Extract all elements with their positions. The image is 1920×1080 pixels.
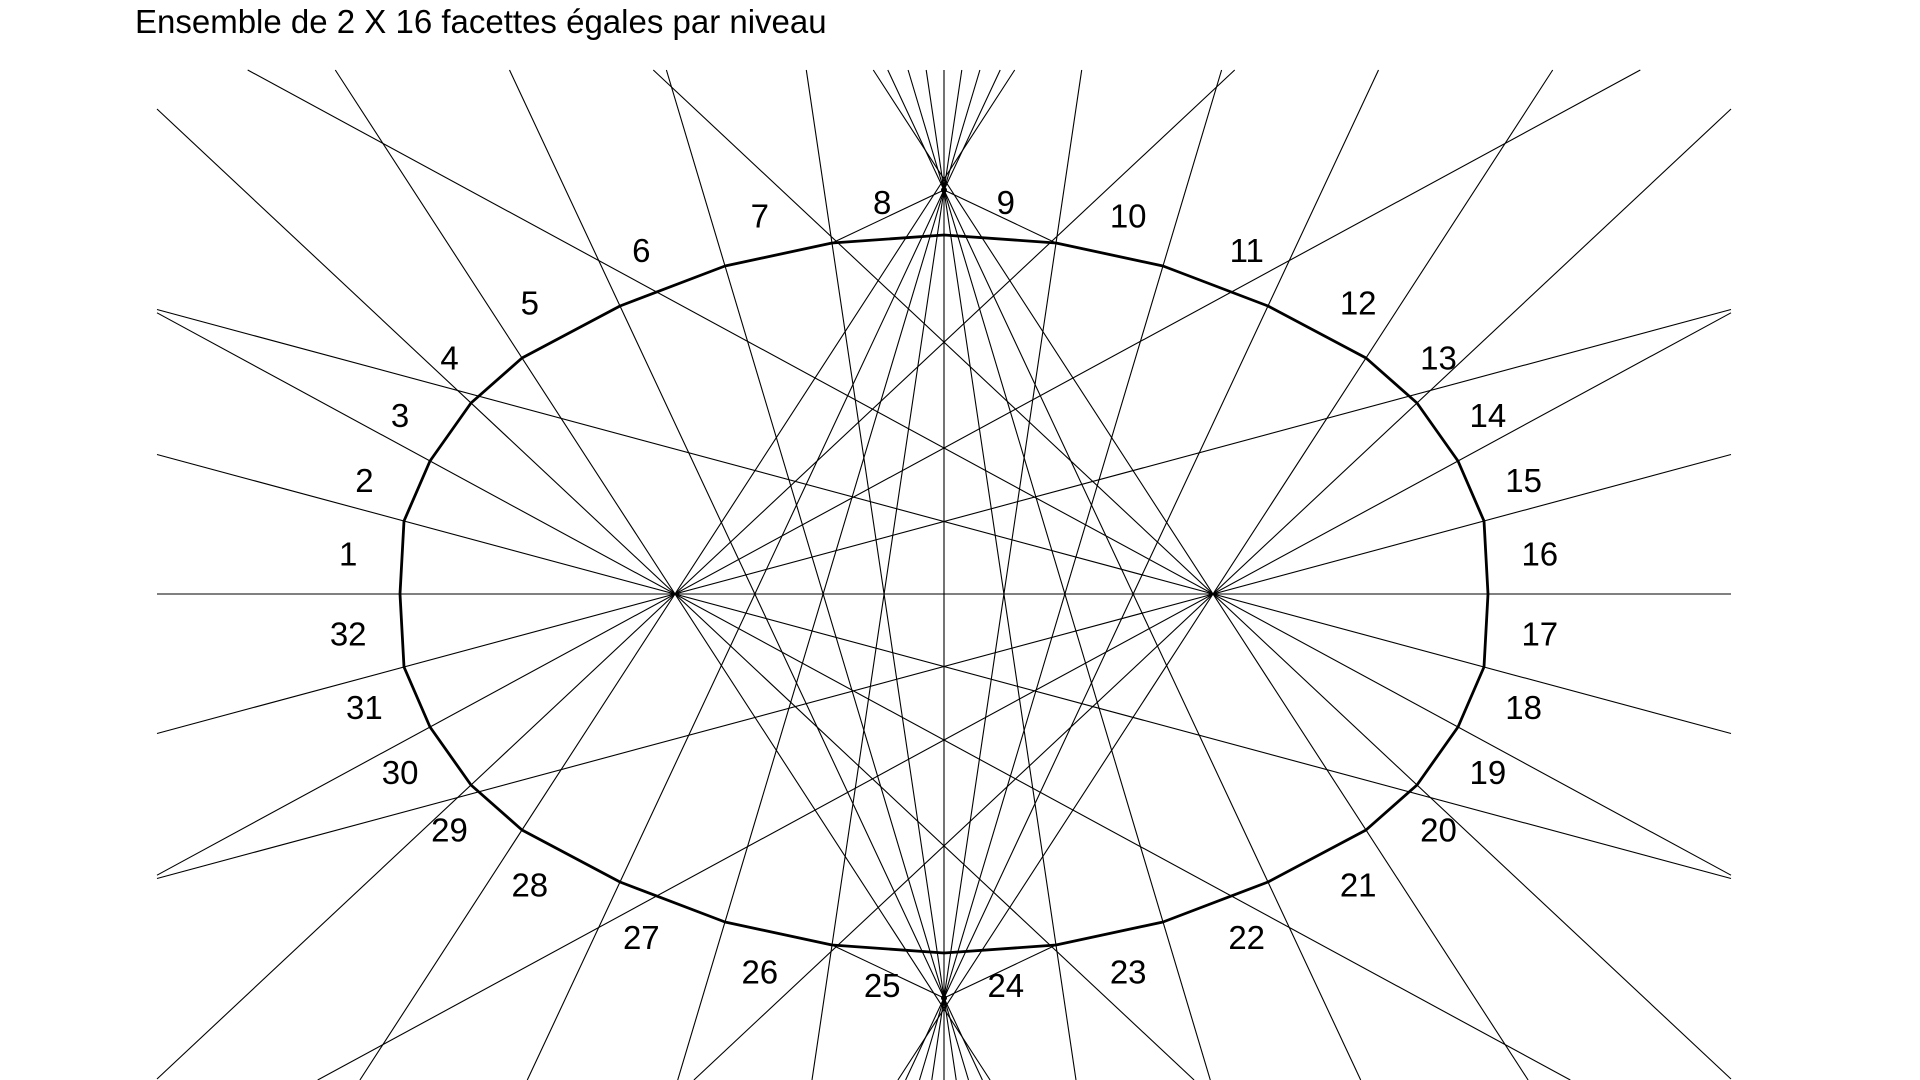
ray-line-20 <box>526 69 1001 1080</box>
facet-label-29: 29 <box>431 811 468 848</box>
facet-label-18: 18 <box>1505 689 1542 726</box>
ray-line-16 <box>359 69 1016 1080</box>
facet-label-8: 8 <box>873 184 891 221</box>
facet-label-30: 30 <box>382 754 419 791</box>
ray-line-19 <box>509 69 983 1080</box>
facet-label-6: 6 <box>632 232 650 269</box>
facet-label-23: 23 <box>1110 953 1147 990</box>
apex-segment-2 <box>943 189 1057 244</box>
ray-line-18 <box>872 69 1529 1080</box>
ray-line-26 <box>925 69 1077 1080</box>
ray-line-24 <box>811 69 963 1080</box>
diagram-title: Ensemble de 2 X 16 facettes égales par n… <box>135 3 827 40</box>
top-apex-point <box>941 187 947 193</box>
ray-line-29 <box>905 69 1379 1080</box>
facet-label-20: 20 <box>1420 811 1457 848</box>
ray-line-30 <box>887 69 1362 1080</box>
ray-line-21 <box>665 69 970 1080</box>
facet-label-24: 24 <box>987 967 1024 1004</box>
facet-label-9: 9 <box>997 184 1015 221</box>
facet-label-12: 12 <box>1340 285 1377 322</box>
facet-label-14: 14 <box>1470 397 1507 434</box>
ray-line-23 <box>805 69 957 1080</box>
facet-label-32: 32 <box>330 616 367 653</box>
facet-label-27: 27 <box>623 919 660 956</box>
facet-label-10: 10 <box>1110 198 1147 235</box>
facet-label-2: 2 <box>355 462 373 499</box>
facet-label-25: 25 <box>864 967 901 1004</box>
bottom-apex-point <box>941 995 947 1001</box>
ray-line-15 <box>334 69 991 1080</box>
ray-line-27 <box>918 69 1223 1080</box>
facet-label-4: 4 <box>440 340 458 377</box>
facet-label-16: 16 <box>1521 535 1558 572</box>
facet-label-5: 5 <box>521 285 539 322</box>
apex-segment-1 <box>831 189 945 244</box>
facet-label-3: 3 <box>391 397 409 434</box>
ray-line-7 <box>156 312 1571 1080</box>
ray-line-14 <box>652 69 1732 1080</box>
facet-label-17: 17 <box>1521 616 1558 653</box>
facet-label-28: 28 <box>511 866 548 903</box>
apex-segment-3 <box>943 944 1057 999</box>
ray-line-10 <box>247 69 1732 876</box>
ray-line-28 <box>907 69 1211 1080</box>
facet-label-19: 19 <box>1470 754 1507 791</box>
ray-line-25 <box>931 69 1083 1080</box>
ray-line-12 <box>156 69 1236 1080</box>
facet-label-15: 15 <box>1505 462 1542 499</box>
facet-label-1: 1 <box>339 535 357 572</box>
facet-label-21: 21 <box>1340 866 1377 903</box>
facet-label-22: 22 <box>1228 919 1265 956</box>
facet-label-7: 7 <box>751 198 769 235</box>
ray-line-17 <box>897 69 1554 1080</box>
ellipse-polygon <box>398 233 1490 955</box>
ellipse-polygon-group <box>398 187 1490 1001</box>
facet-label-31: 31 <box>346 689 383 726</box>
ray-line-6 <box>156 308 1732 735</box>
facet-label-26: 26 <box>741 953 778 990</box>
apex-segment-4 <box>831 944 945 999</box>
ray-lines <box>156 69 1732 1080</box>
ray-line-9 <box>317 312 1732 1080</box>
ray-line-8 <box>156 69 1641 876</box>
ray-line-22 <box>677 69 981 1080</box>
facet-label-11: 11 <box>1230 232 1264 269</box>
facet-label-13: 13 <box>1420 340 1457 377</box>
ray-line-5 <box>156 453 1732 880</box>
